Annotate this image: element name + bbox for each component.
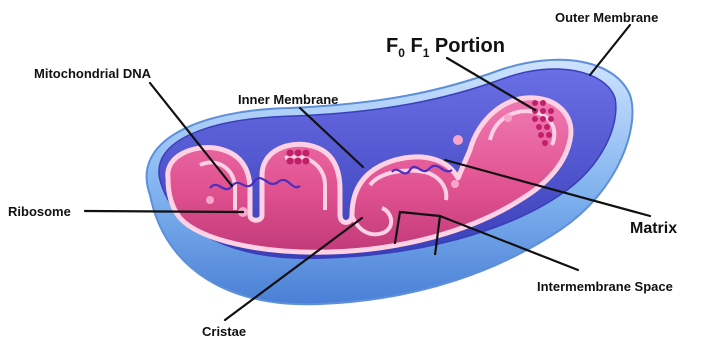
leader-outer-membrane [590, 25, 630, 75]
label-f0f1-portion: F0 F1 Portion [386, 35, 505, 60]
label-mitochondrial-dna: Mitochondrial DNA [34, 66, 152, 81]
label-intermembrane-space: Intermembrane Space [537, 279, 673, 294]
label-ribosome: Ribosome [8, 204, 71, 219]
label-matrix: Matrix [630, 220, 677, 237]
label-inner-membrane: Inner Membrane [238, 92, 338, 107]
leader-ribosome [85, 211, 243, 212]
label-cristae: Cristae [202, 324, 246, 339]
label-outer-membrane: Outer Membrane [555, 10, 658, 25]
